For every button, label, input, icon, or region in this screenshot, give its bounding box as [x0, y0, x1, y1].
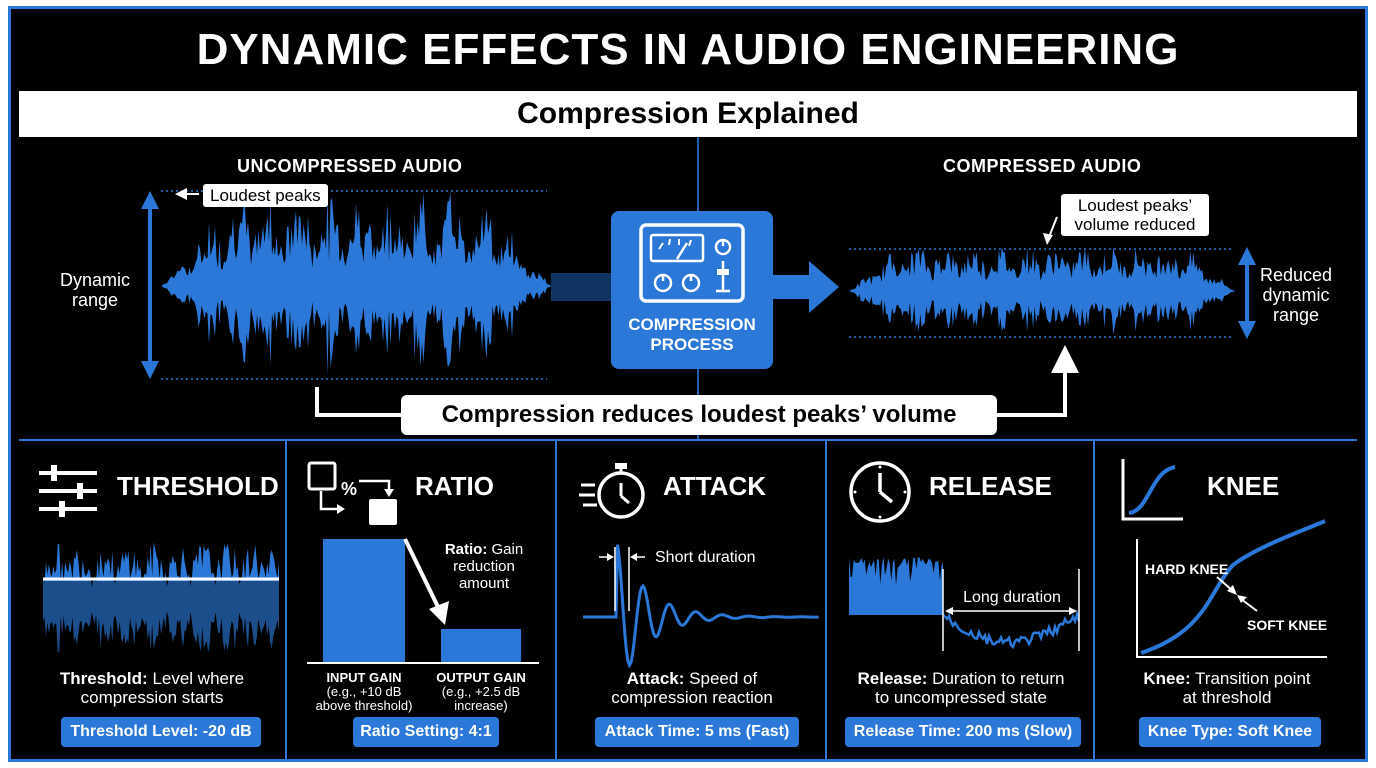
release-time-badge: Release Time: 200 ms (Slow) — [845, 717, 1081, 747]
short-duration-label: Short duration — [655, 549, 756, 566]
compressed-guides — [849, 216, 1256, 339]
attack-time-badge: Attack Time: 5 ms (Fast) — [595, 717, 799, 747]
knee-description: Knee: Transition point at threshold — [1143, 669, 1311, 707]
compressed-wave-shape — [849, 247, 1235, 335]
ratio-icon — [307, 461, 397, 525]
dynamic-range-label: Dynamic range — [59, 270, 130, 310]
threshold-title: THRESHOLD — [117, 471, 279, 501]
attack-envelope — [583, 544, 819, 669]
card-release: RELEASE Long duration Release: Duration … — [829, 441, 1095, 759]
soft-knee-label: SOFT KNEE — [1247, 617, 1328, 633]
sliders-icon — [39, 465, 97, 517]
hard-knee-label: HARD KNEE — [1145, 561, 1229, 577]
compression-overview: UNCOMPRESSED AUDIO COMPRESSED AUDIO Loud… — [19, 137, 1357, 439]
attack-markers — [599, 547, 645, 611]
compressor-unit-icon — [639, 223, 745, 303]
ratio-setting-badge: Ratio Setting: 4:1 — [353, 717, 499, 747]
ratio-icon-symbol: % — [341, 479, 358, 499]
release-pre-signal — [849, 557, 943, 615]
infographic-frame: DYNAMIC EFFECTS IN AUDIO ENGINEERING Com… — [8, 6, 1368, 762]
release-title: RELEASE — [929, 471, 1052, 501]
threshold-waveform — [43, 542, 279, 663]
uncompressed-wave-shape — [161, 192, 551, 376]
attack-envelope-line — [583, 544, 819, 669]
process-output-arrow — [773, 261, 839, 313]
below-threshold-shade — [43, 581, 279, 663]
uncompressed-heading: UNCOMPRESSED AUDIO — [237, 156, 463, 176]
section-divider — [19, 439, 1357, 441]
loudest-peaks-callout: Loudest peaks — [203, 184, 328, 207]
release-recovery-line — [943, 609, 1081, 650]
ratio-note: Ratio: Gain reduction amount — [444, 541, 524, 592]
card-ratio: % RATIO Ratio: Gain reduction amount INP… — [289, 441, 557, 759]
threshold-description: Threshold: Level where compression start… — [59, 669, 245, 707]
ratio-title: RATIO — [415, 471, 494, 501]
compressed-heading: COMPRESSED AUDIO — [943, 156, 1142, 176]
card-threshold: THRESHOLD Threshold: Level where compres… — [19, 441, 287, 759]
knee-type-badge: Knee Type: Soft Knee — [1139, 717, 1321, 747]
attack-title: ATTACK — [663, 471, 767, 501]
compressed-waveform — [849, 247, 1235, 335]
peaks-reduced-callout: Loudest peaks’ volume reduced — [1061, 194, 1209, 236]
summary-connector-arrow — [315, 345, 1079, 417]
threshold-level-badge: Threshold Level: -20 dB — [61, 717, 261, 747]
card-attack: ATTACK Short duration Attack: Speed of c… — [559, 441, 827, 759]
long-duration-label: Long duration — [955, 589, 1069, 606]
clock-icon — [849, 461, 911, 523]
release-envelope — [849, 557, 1081, 650]
release-description: Release: Duration to return to uncompres… — [857, 669, 1065, 707]
threshold-wave-shape — [43, 542, 279, 653]
input-gain-label: INPUT GAIN (e.g., +10 dB above threshold… — [315, 670, 413, 713]
uncompressed-guides — [141, 188, 611, 380]
card-knee: KNEE HARD KNEE SOFT KNEE Knee: Transitio… — [1097, 441, 1357, 759]
attack-description: Attack: Speed of compression reaction — [611, 669, 773, 707]
page-title: DYNAMIC EFFECTS IN AUDIO ENGINEERING — [196, 25, 1180, 74]
page-subtitle: Compression Explained — [19, 91, 1357, 137]
compression-process-box: COMPRESSION PROCESS — [611, 211, 773, 369]
stopwatch-icon — [579, 463, 645, 519]
knee-title: KNEE — [1207, 471, 1280, 501]
compression-process-label: COMPRESSION PROCESS — [628, 315, 756, 354]
uncompressed-waveform — [161, 192, 551, 376]
reduced-range-label: Reduced dynamic range — [1259, 265, 1333, 325]
output-gain-label: OUTPUT GAIN (e.g., +2.5 dB increase) — [436, 670, 526, 713]
knee-curve-icon — [1121, 459, 1183, 521]
summary-banner: Compression reduces loudest peaks’ volum… — [401, 395, 997, 435]
ratio-chart — [307, 538, 539, 664]
release-markers — [942, 569, 1080, 651]
knee-chart — [1136, 519, 1327, 658]
